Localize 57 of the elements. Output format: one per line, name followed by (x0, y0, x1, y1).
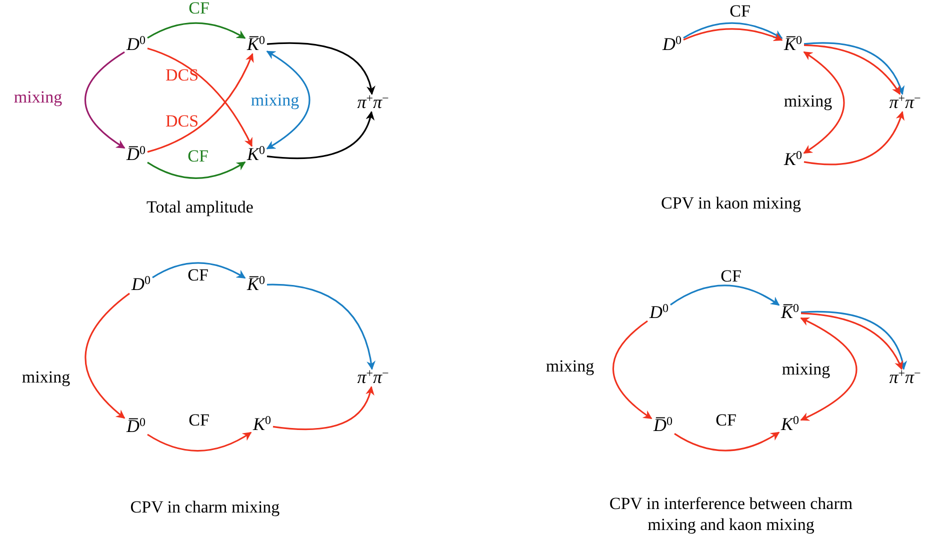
particle-label: D̅$^{0}$ (126, 417, 146, 437)
arrow (804, 111, 904, 166)
arrow (670, 284, 780, 306)
particle-label: K̅$^{0}$ (247, 35, 265, 55)
edge-label: CF (188, 148, 208, 166)
particle-label: K$^{0}$ (781, 415, 799, 435)
arrow (266, 42, 375, 95)
particle-label: D$^{0}$ (132, 275, 150, 295)
panel-caption: CPV in interference between charm mixing and kaon mixing (608, 492, 854, 536)
arrow (674, 432, 780, 452)
particle-label: D$^{0}$ (650, 303, 668, 323)
edge-label: CF (188, 266, 208, 286)
arrow (266, 50, 310, 150)
edge-label: mixing (546, 358, 594, 376)
particle-label: π$^{+}$π$^{−}$ (889, 368, 921, 388)
arrow (683, 22, 783, 40)
edge-label: DCS (165, 112, 199, 132)
particle-label: K̅$^{0}$ (784, 35, 802, 55)
arrow (803, 51, 845, 154)
particle-label: D$^{0}$ (126, 35, 146, 55)
particle-label: π$^{+}$π$^{−}$ (889, 93, 921, 113)
particle-label: K$^{0}$ (247, 145, 265, 165)
panel-caption: Total amplitude (146, 196, 254, 218)
panel-caption: CPV in kaon mixing (660, 192, 802, 214)
particle-label: D̅$^{0}$ (654, 416, 672, 436)
panel-caption: CPV in charm mixing (129, 496, 281, 518)
edge-label: DCS (165, 66, 199, 86)
arrow (266, 111, 374, 160)
arrow (84, 292, 130, 419)
arrow (147, 432, 252, 452)
particle-label: K$^{0}$ (253, 415, 271, 435)
edge-label: CF (730, 2, 750, 22)
arrow (267, 284, 376, 370)
arrow (84, 51, 126, 149)
edge-label: CF (188, 412, 210, 430)
particle-label: K̅$^{0}$ (781, 303, 799, 323)
edge-label: mixing (782, 360, 830, 380)
edge-label: mixing (22, 368, 70, 388)
particle-label: π$^{+}$π$^{−}$ (357, 368, 389, 388)
particle-label: π$^{+}$π$^{−}$ (357, 93, 389, 113)
particle-label: D$^{0}$ (662, 35, 682, 55)
arrow (147, 22, 246, 39)
edge-label: mixing (14, 88, 62, 108)
arrow (683, 28, 783, 42)
arrow (612, 320, 652, 420)
edge-label: mixing (784, 92, 832, 112)
particle-label: D̅$^{0}$ (126, 145, 146, 165)
arrow (152, 262, 246, 279)
edge-label: CF (188, 0, 210, 18)
edge-label: mixing (250, 92, 300, 110)
particle-label: K̅$^{0}$ (247, 275, 265, 295)
arrow (800, 317, 858, 421)
edge-label: CF (716, 412, 736, 430)
arrow (272, 386, 374, 430)
particle-label: K$^{0}$ (784, 150, 802, 170)
arrow (147, 161, 246, 179)
edge-label: CF (720, 268, 742, 286)
